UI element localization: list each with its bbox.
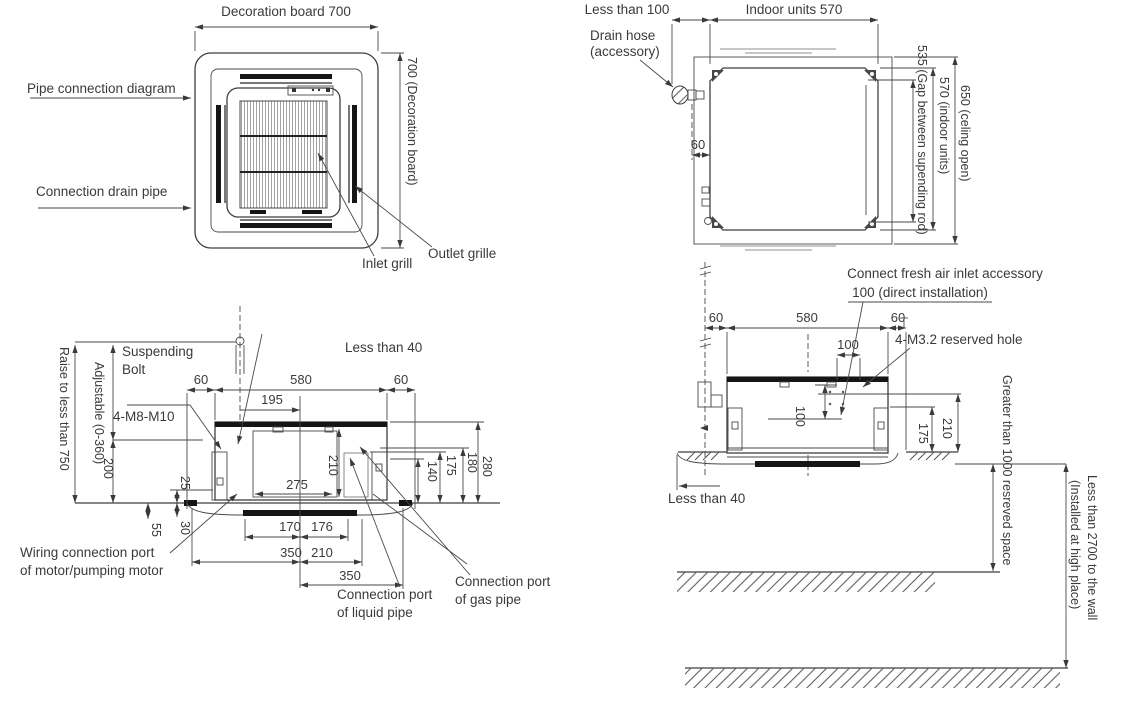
label-wiring-port-2: of motor/pumping motor xyxy=(20,563,164,578)
label-inlet-grill: Inlet grill xyxy=(362,256,412,271)
dim-raise-to-less-than-750: Raise to less than 750 xyxy=(57,347,71,471)
dim-570-indoor-units: 570 (indoor units) xyxy=(937,77,951,174)
label-less-than-40: Less than 40 xyxy=(345,340,422,355)
label-suspending-bolt-1: Suspending xyxy=(122,344,193,359)
dim-180: 180 xyxy=(465,452,479,473)
dim-200: 200 xyxy=(101,458,115,479)
dim-176: 176 xyxy=(311,519,333,534)
label-connection-drain-pipe: Connection drain pipe xyxy=(36,184,167,199)
label-drain-hose-accessory: (accessory) xyxy=(590,44,660,59)
install-side-view: 60 580 60 100 100 Connect fresh air inle… xyxy=(668,262,1099,688)
outlet-grille-slots xyxy=(216,74,357,228)
label-wiring-port-1: Wiring connection port xyxy=(20,545,155,560)
dim-less-than-2700-wall-1: Less than 2700 to the wall xyxy=(1085,475,1099,620)
dim-210-b: 210 xyxy=(311,545,333,560)
dim-30: 30 xyxy=(178,521,192,535)
dim-60-left-d: 60 xyxy=(709,310,723,325)
dim-280: 280 xyxy=(480,456,494,477)
dim-adjustable-0-360: Adjustable (0-360) xyxy=(92,362,106,464)
dim-60-drain-offset: 60 xyxy=(691,137,705,152)
dim-less-than-100: Less than 100 xyxy=(585,2,670,17)
section-side-view: Suspending Bolt 4-M8-M10 Less than 40 Ra… xyxy=(20,306,551,620)
dim-350-a: 350 xyxy=(280,545,302,560)
dim-60-right: 60 xyxy=(394,372,408,387)
label-bolt-size-4-m8-m10: 4-M8-M10 xyxy=(113,409,175,424)
dim-700-decoration-board: 700 (Decoration board) xyxy=(405,57,419,186)
dim-less-than-2700-wall-2: (Installed at high place) xyxy=(1068,480,1082,609)
label-suspending-bolt-2: Bolt xyxy=(122,362,146,377)
dim-275: 275 xyxy=(286,477,308,492)
panel-plan-view: Decoration board 700 700 (Decoration boa… xyxy=(27,4,496,271)
dim-195: 195 xyxy=(261,392,283,407)
label-fresh-air-2: 100 (direct installation) xyxy=(852,285,988,300)
label-4-m32-reserved-hole: 4-M3.2 reserved hole xyxy=(895,332,1023,347)
dim-170: 170 xyxy=(279,519,301,534)
dim-100-vertical: 100 xyxy=(793,406,807,427)
dim-indoor-units-570: Indoor units 570 xyxy=(746,2,843,17)
dim-140: 140 xyxy=(425,461,439,482)
label-gas-port-2: of gas pipe xyxy=(455,592,521,607)
dim-535-gap-suspending-rod: 535 (Gap between supending rod) xyxy=(915,45,929,235)
label-liquid-port-2: of liquid pipe xyxy=(337,605,413,620)
suspension-corner-brackets xyxy=(712,70,876,228)
dim-55: 55 xyxy=(149,523,163,537)
unit-plan-view: Less than 100 Indoor units 570 Drain hos… xyxy=(585,2,972,251)
dim-greater-than-1000-reserved: Greater than 1000 resreved space xyxy=(1000,375,1014,565)
dim-210-inner: 210 xyxy=(326,455,340,476)
label-fresh-air-1: Connect fresh air inlet accessory xyxy=(847,266,1043,281)
label-outlet-grille: Outlet grille xyxy=(428,246,496,261)
label-less-than-40-d: Less than 40 xyxy=(668,491,745,506)
dim-580: 580 xyxy=(290,372,312,387)
ceiling-hatch-left xyxy=(686,451,720,461)
dim-100-horizontal: 100 xyxy=(837,337,859,352)
ceiling-hatch-right xyxy=(909,451,951,461)
label-liquid-port-1: Connection port xyxy=(337,587,433,602)
floor-hatch-bar xyxy=(685,668,1060,688)
dim-650-ceiling-open: 650 (celing open) xyxy=(958,85,972,182)
dim-210-d: 210 xyxy=(940,418,954,439)
dim-25: 25 xyxy=(178,476,192,490)
dim-60-left: 60 xyxy=(194,372,208,387)
dim-175: 175 xyxy=(444,455,458,476)
inlet-grille xyxy=(239,100,328,209)
label-pipe-connection-diagram: Pipe connection diagram xyxy=(27,81,176,96)
dim-175-d: 175 xyxy=(916,423,930,444)
dim-decoration-board-700: Decoration board 700 xyxy=(221,4,351,19)
drain-hose xyxy=(671,85,705,105)
obstacle-hatch-bar xyxy=(677,572,935,592)
dim-60-right-d: 60 xyxy=(891,310,905,325)
label-drain-hose: Drain hose xyxy=(590,28,655,43)
dim-350-b: 350 xyxy=(339,568,361,583)
dim-580-d: 580 xyxy=(796,310,818,325)
label-gas-port-1: Connection port xyxy=(455,574,551,589)
